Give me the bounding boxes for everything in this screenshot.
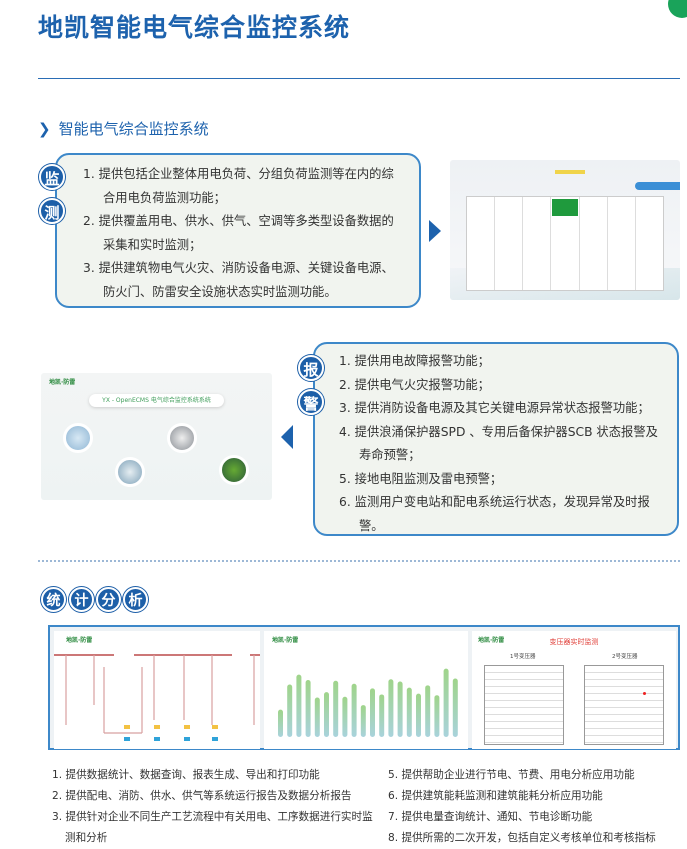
- alarm-item: 6. 监测用户变电站和配电系统运行状态，发现异常及时报警。: [339, 495, 650, 533]
- transformer-title: 变压器实时监测: [549, 638, 599, 646]
- title-divider: [38, 78, 680, 79]
- corner-logo-icon: [668, 0, 687, 18]
- stats-item: 5. 提供帮助企业进行节电、节费、用电分析应用功能: [388, 769, 635, 781]
- brand-logo: 地凯·防雷: [49, 379, 76, 386]
- bar: [296, 674, 302, 737]
- bar: [379, 694, 385, 737]
- monitor-item: 3. 提供建筑物电气火灾、消防设备电源、关键设备电源、防火门、防雷安全设施状态实…: [83, 261, 394, 299]
- overview-screenshot: 地凯·防雷 YX - OpenECMS 电气综合监控系统系统: [41, 373, 272, 500]
- bar: [278, 709, 283, 737]
- stats-item: 6. 提供建筑能耗监测和建筑能耗分析应用功能: [388, 790, 603, 802]
- monitoring-screenshot: [450, 160, 680, 300]
- bar: [443, 668, 449, 737]
- stats-list-left: 1. 提供数据统计、数据查询、报表生成、导出和打印功能 2. 提供配电、消防、供…: [52, 765, 374, 849]
- bar: [370, 688, 375, 737]
- single-line-diagram-screenshot: 地凯·防雷: [54, 631, 260, 749]
- bar: [397, 681, 403, 737]
- bar: [360, 705, 366, 737]
- stats-list-right: 5. 提供帮助企业进行节电、节费、用电分析应用功能 6. 提供建筑能耗监测和建筑…: [388, 765, 687, 849]
- arrow-left-icon: [281, 425, 293, 449]
- transformer-screenshot: 地凯·防雷 变压器实时监测 1号变压器 2号变压器: [472, 631, 676, 749]
- chevron-right-icon: ❯: [38, 120, 51, 138]
- transformer-1-table: [484, 665, 564, 745]
- bar: [425, 685, 431, 737]
- monitor-badge: 监: [39, 164, 65, 190]
- bar: [314, 697, 320, 737]
- bar: [452, 678, 458, 737]
- cabinet-grid: [466, 196, 664, 291]
- bar: [305, 680, 311, 737]
- alarm-item: 3. 提供消防设备电源及其它关键电源异常状态报警功能；: [339, 401, 650, 415]
- alarm-status-dot: [643, 692, 646, 695]
- alarm-badge: 警: [298, 389, 324, 415]
- alarm-item: 4. 提供浪涌保护器SPD 、专用后备保护器SCB 状态报警及寿命预警；: [339, 424, 658, 463]
- stats-item: 1. 提供数据统计、数据查询、报表生成、导出和打印功能: [52, 769, 320, 781]
- single-line-diagram: [54, 654, 260, 741]
- system-banner: YX - OpenECMS 电气综合监控系统系统: [89, 394, 224, 407]
- stats-badge: 析: [123, 587, 148, 612]
- monitor-item: 1. 提供包括企业整体用电负荷、分组负荷监测等在内的综合用电负荷监测功能；: [83, 167, 394, 205]
- alarm-item: 5. 接地电阻监测及雷电预警；: [339, 471, 503, 486]
- stats-item: 2. 提供配电、消防、供水、供气等系统运行报告及数据分析报告: [52, 790, 352, 802]
- bar: [342, 696, 348, 737]
- monitor-item: 2. 提供覆盖用电、供水、供气、空调等多类型设备数据的采集和实时监测；: [83, 214, 394, 252]
- stats-badge: 统: [41, 587, 66, 612]
- section-heading-text: 智能电气综合监控系统: [58, 120, 209, 138]
- alarm-feature-box: 1. 提供用电故障报警功能； 2. 提供电气火灾报警功能； 3. 提供消防设备电…: [313, 342, 679, 536]
- alarm-item: 1. 提供用电故障报警功能；: [339, 354, 490, 368]
- alarm-badge: 报: [298, 355, 324, 381]
- bar: [388, 679, 394, 737]
- section-heading: ❯ 智能电气综合监控系统: [38, 118, 209, 139]
- bar: [287, 684, 293, 737]
- bar: [434, 695, 440, 737]
- arrow-right-icon: [429, 220, 441, 242]
- energy-bar-chart: [278, 668, 458, 737]
- page-title: 地凯智能电气综合监控系统: [38, 13, 351, 42]
- bar-chart-screenshot: 地凯·防雷: [264, 631, 468, 749]
- stats-item: 3. 提供针对企业不同生产工艺流程中有关用电、工序数据进行实时监测和分析: [52, 811, 373, 844]
- stats-item: 7. 提供电量查询统计、通知、节电诊断功能: [388, 811, 593, 823]
- monitor-feature-box: 1. 提供包括企业整体用电负荷、分组负荷监测等在内的综合用电负荷监测功能； 2.…: [55, 153, 421, 308]
- transformer-2-label: 2号变压器: [612, 654, 638, 660]
- stats-badge: 计: [69, 587, 94, 612]
- bar: [351, 683, 357, 737]
- bar: [416, 693, 421, 737]
- monitor-badge: 测: [39, 198, 65, 224]
- transformer-2-table: [584, 665, 664, 745]
- section-divider: [38, 560, 680, 562]
- stats-badge: 分: [96, 587, 121, 612]
- bar: [333, 680, 339, 737]
- bar: [406, 687, 412, 737]
- alarm-item: 2. 提供电气火灾报警功能；: [339, 377, 490, 392]
- transformer-1-label: 1号变压器: [510, 654, 536, 660]
- stats-screenshots-panel: 地凯·防雷 地凯·防雷 地凯·防雷 变压器实时监测 1号变压器 2号变压器: [48, 625, 680, 750]
- stats-item: 8. 提供所需的二次开发，包括自定义考核单位和考核指标: [388, 832, 656, 844]
- bar: [324, 692, 329, 737]
